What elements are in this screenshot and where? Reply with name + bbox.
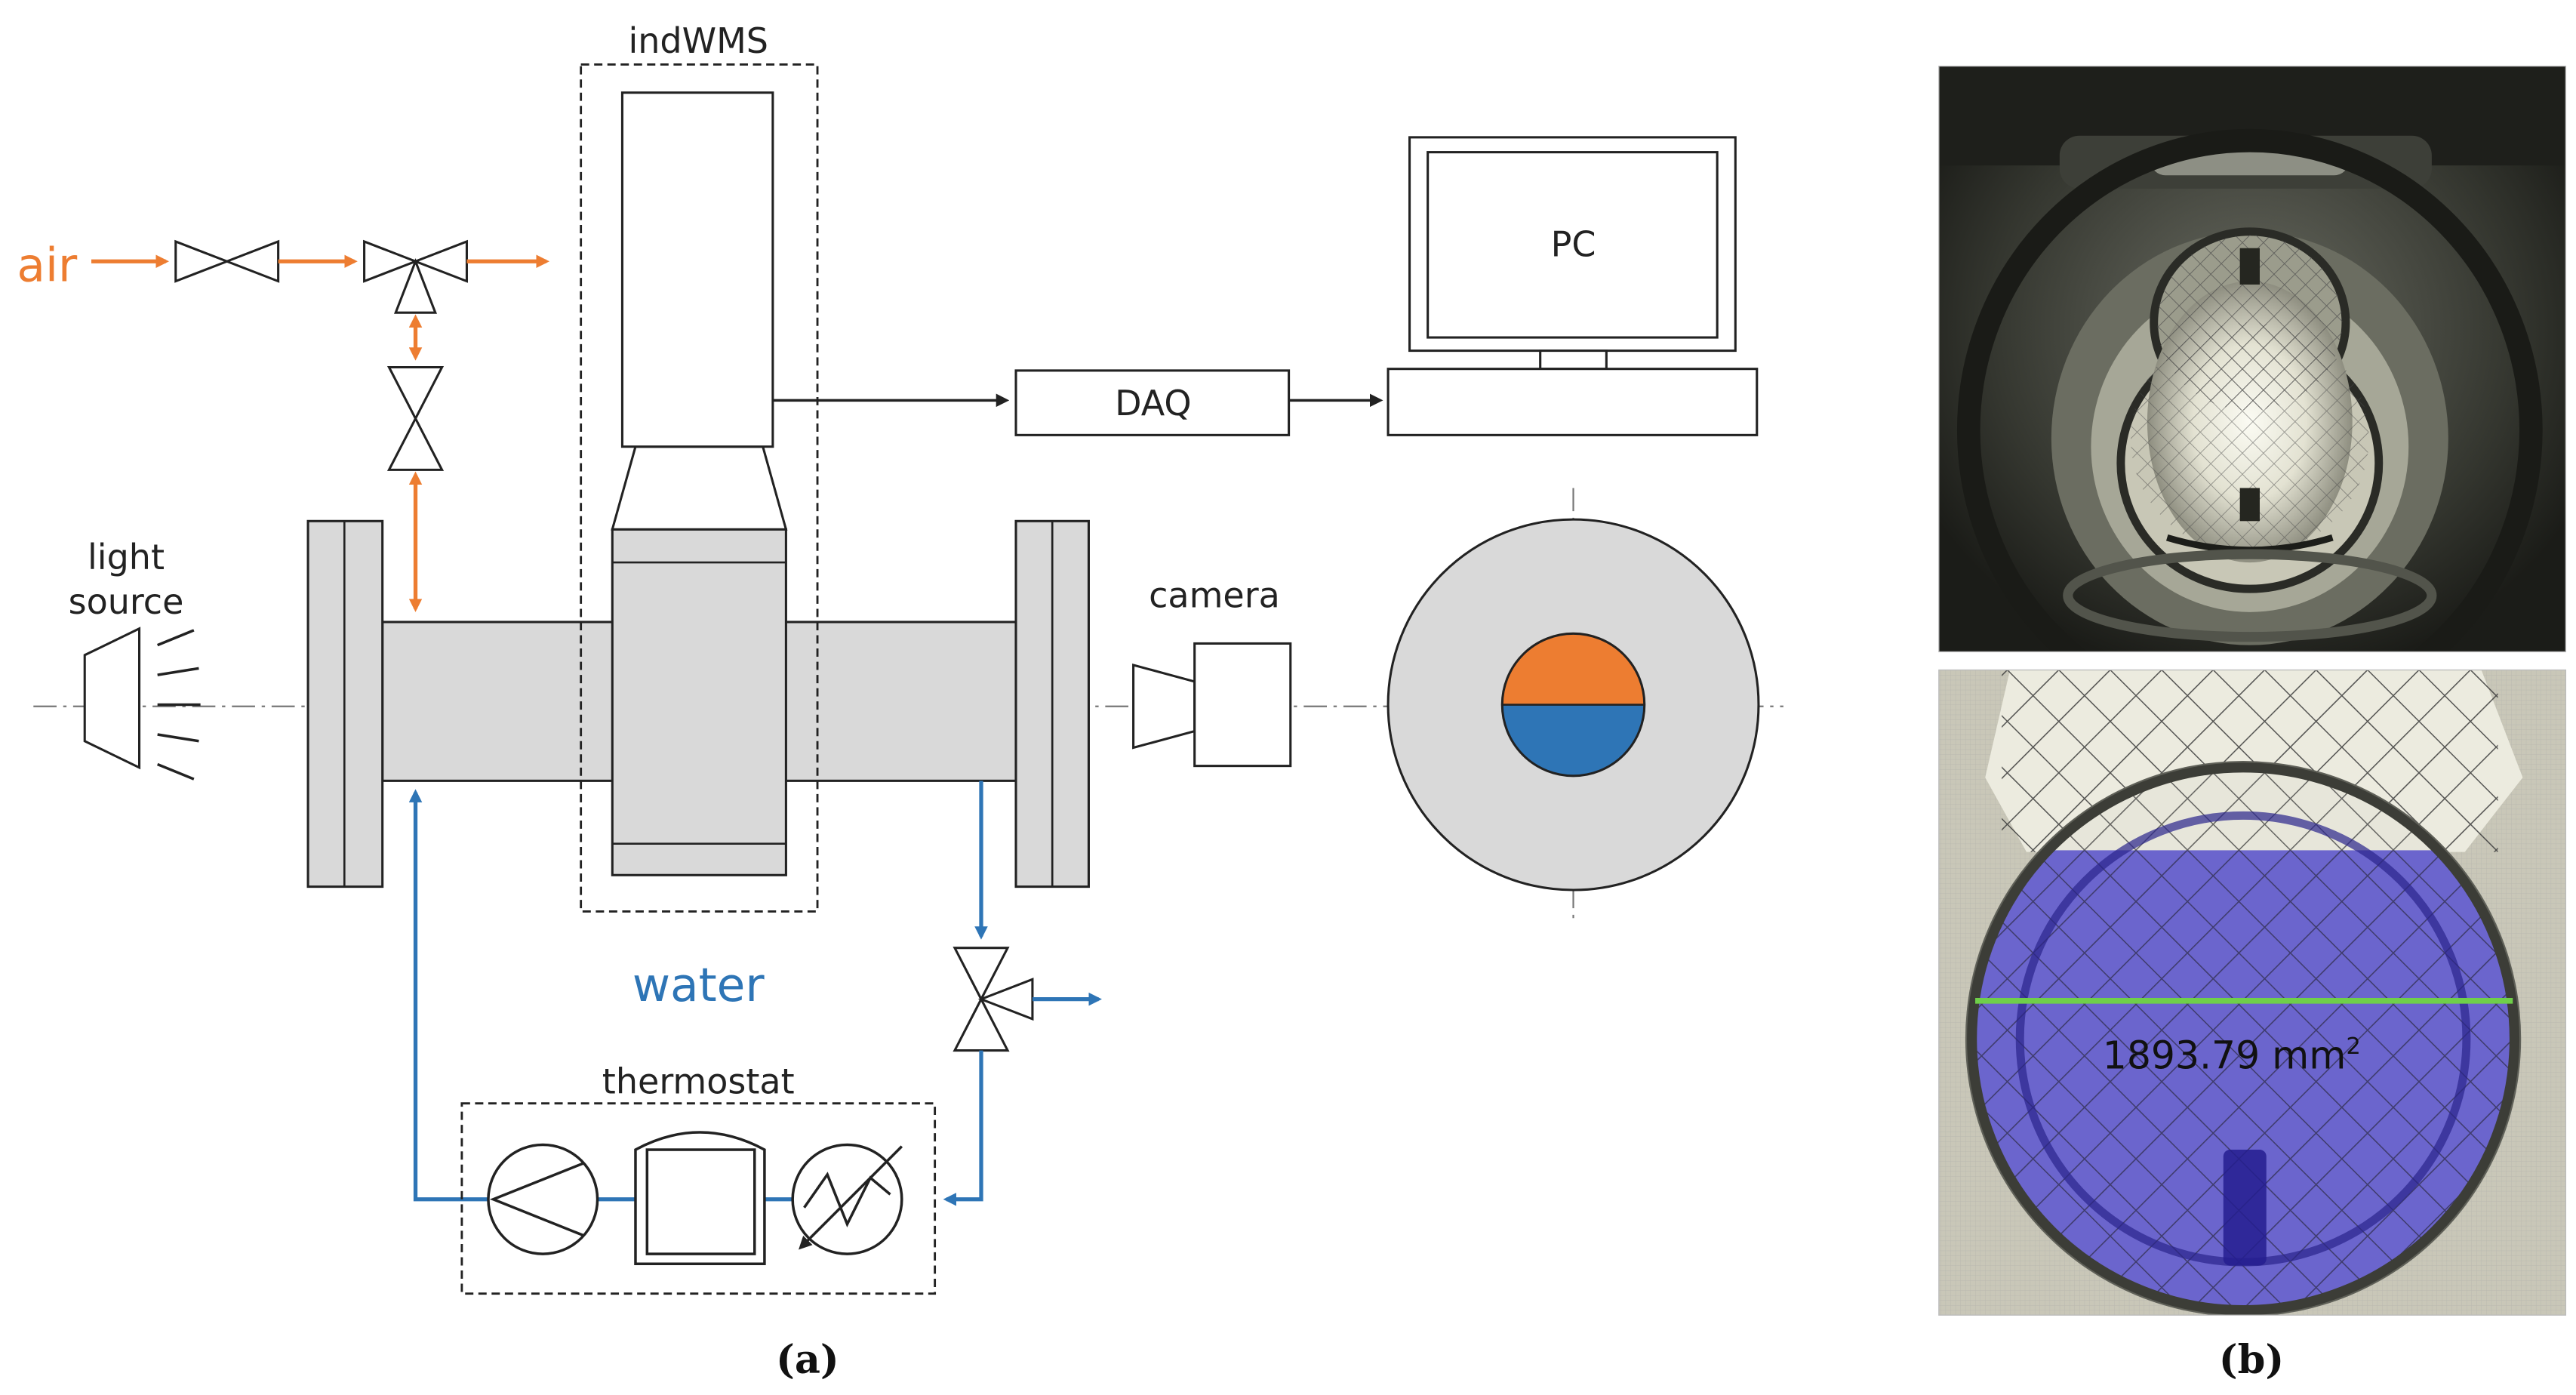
indwms-electronics: [620, 91, 774, 448]
indwms-label: indWMS: [628, 20, 768, 61]
thermostat-boundary: [460, 1102, 937, 1295]
sensor-taper: [611, 445, 788, 531]
pc-icon: [1386, 136, 1759, 436]
caption-a: (a): [776, 1337, 839, 1383]
photo-area-measurement: [1938, 670, 2566, 1316]
water-return-line: [943, 1050, 983, 1206]
panel-a-diagram: indWMS DAQ PC air: [17, 20, 1784, 1383]
daq-label: DAQ: [1115, 383, 1192, 423]
daq-box: [1014, 369, 1291, 436]
tank-icon: [634, 1131, 766, 1266]
water-supply-line: [408, 789, 488, 1202]
area-readout: 1893.79 mm2: [2103, 1033, 2361, 1078]
caption-b: (b): [2219, 1337, 2285, 1383]
heat-exchanger-icon: [791, 1143, 903, 1255]
light-source-icon: [83, 627, 201, 781]
camera-label: camera: [1149, 574, 1280, 615]
air-three-way-valve: [363, 239, 468, 314]
pc-label: PC: [1551, 224, 1596, 265]
air-vertical-valve: [386, 365, 445, 471]
air-valve-1: [174, 239, 280, 283]
thermostat-label: thermostat: [602, 1061, 795, 1102]
air-label: air: [17, 239, 78, 293]
water-three-way-valve: [953, 947, 1034, 1052]
cross-section: [1386, 518, 1760, 892]
camera-icon: [1132, 642, 1292, 768]
air-phase: [1502, 633, 1645, 705]
light-source-label-1: light: [88, 537, 165, 577]
photo-camera-view: [1938, 66, 2566, 652]
panel-b-photos: 1893.79 mm2 (b): [1938, 66, 2567, 1383]
water-label: water: [632, 959, 765, 1012]
pump-icon: [487, 1143, 599, 1255]
water-phase: [1502, 704, 1645, 776]
sensor-body: [611, 528, 787, 876]
light-source-label-2: source: [69, 581, 184, 622]
